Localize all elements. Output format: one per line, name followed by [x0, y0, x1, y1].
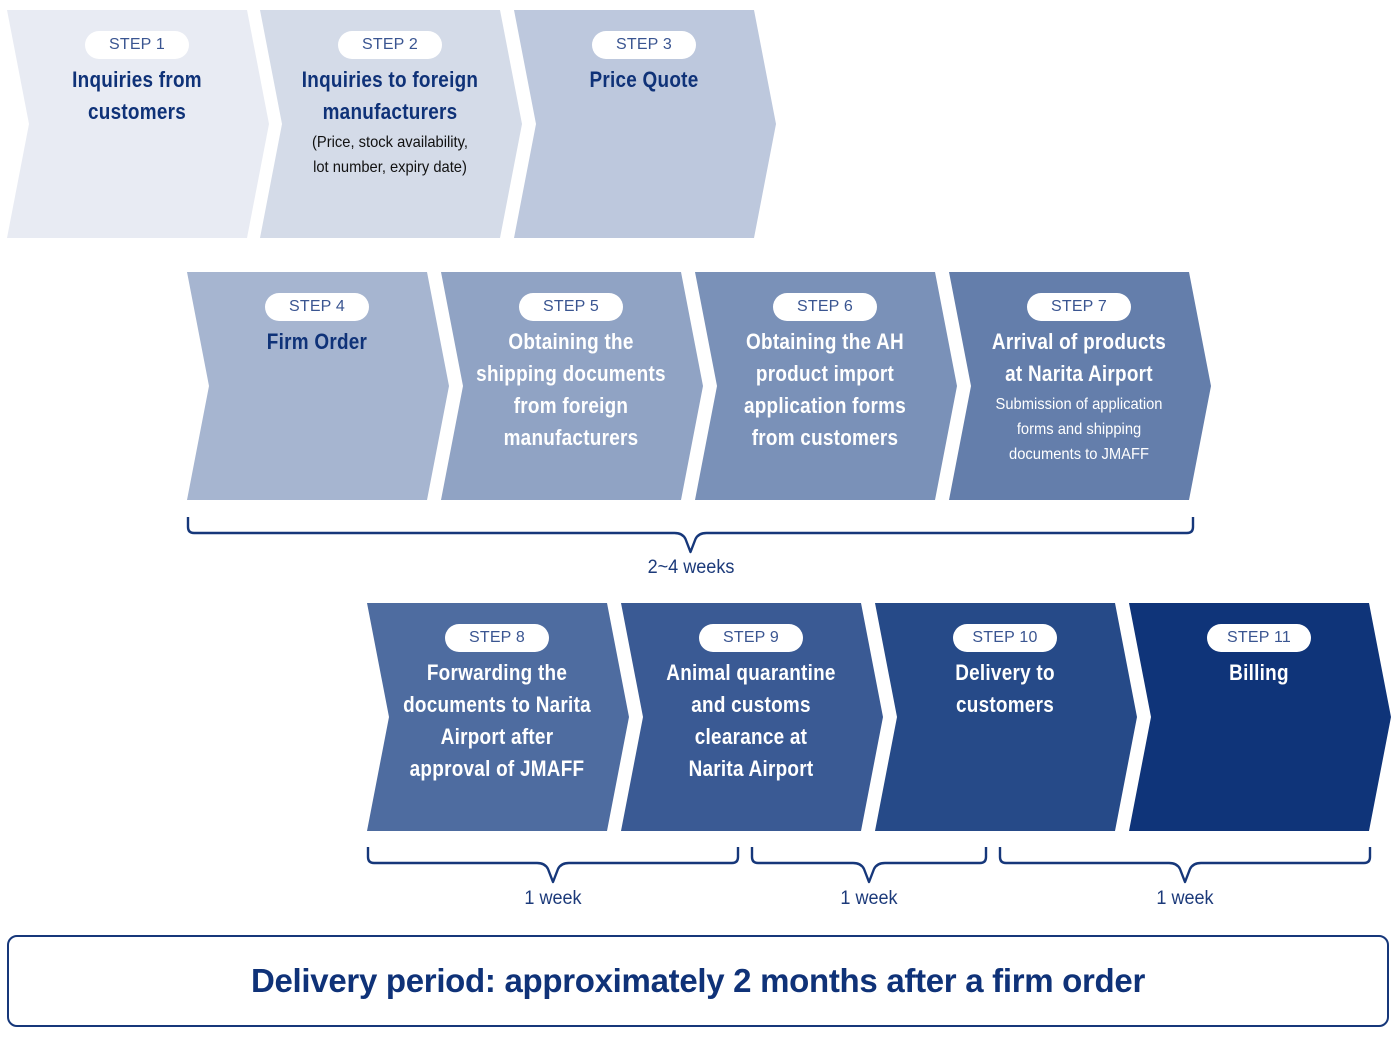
- step-6-chevron: STEP 6 Obtaining the AH product import ap…: [695, 272, 957, 500]
- chevron-shape: [514, 10, 776, 238]
- step-title: Obtaining the shipping documents from fo…: [476, 329, 666, 450]
- step-content: STEP 5 Obtaining the shipping documents f…: [451, 272, 691, 454]
- step-content: STEP 2 Inquiries to foreign manufacturers…: [270, 10, 510, 180]
- step-8-chevron: STEP 8 Forwarding the documents to Narita…: [367, 603, 629, 831]
- step-title: Inquiries to foreign manufacturers: [301, 67, 479, 124]
- chevron-shape: [695, 272, 957, 500]
- step-number-badge: STEP 1: [85, 31, 189, 59]
- step-content: STEP 1 Inquiries from customers: [17, 10, 257, 128]
- chevron-shape: [260, 10, 522, 238]
- step-content: STEP 9 Animal quarantine and customs clea…: [631, 603, 871, 785]
- brace-path: [186, 517, 1195, 554]
- duration-label: 1 week: [524, 888, 582, 909]
- step-content: STEP 11 Billing: [1139, 603, 1379, 689]
- step-content: STEP 8 Forwarding the documents to Narita…: [377, 603, 617, 785]
- step-title: Inquiries from customers: [72, 67, 202, 124]
- step-title: Price Quote: [589, 67, 699, 92]
- brace-path: [366, 847, 740, 884]
- duration-brace-week-2: [750, 847, 988, 884]
- step-number-badge: STEP 2: [338, 31, 442, 59]
- chevron-shape: [875, 603, 1137, 831]
- step-number-badge: STEP 6: [773, 293, 877, 321]
- duration-label: 1 week: [840, 888, 898, 909]
- step-7-chevron: STEP 7 Arrival of products at Narita Airp…: [949, 272, 1211, 500]
- delivery-period-summary-box: Delivery period: approximately 2 months …: [7, 935, 1389, 1027]
- chevron-shape: [7, 10, 269, 238]
- step-3-chevron: STEP 3 Price Quote: [514, 10, 776, 238]
- chevron-shape: [949, 272, 1211, 500]
- step-number-badge: STEP 9: [699, 624, 803, 652]
- step-1-chevron: STEP 1 Inquiries from customers: [7, 10, 269, 238]
- step-title: Forwarding the documents to Narita Airpo…: [403, 660, 591, 781]
- step-content: STEP 10 Delivery to customers: [885, 603, 1125, 721]
- step-number-badge: STEP 4: [265, 293, 369, 321]
- chevron-shape: [441, 272, 703, 500]
- step-number-badge: STEP 8: [445, 624, 549, 652]
- duration-brace-week-3: [998, 847, 1372, 884]
- step-title: Arrival of products at Narita Airport: [991, 329, 1167, 386]
- step-content: STEP 4 Firm Order: [197, 272, 437, 358]
- step-subtitle: Submission of application forms and ship…: [995, 396, 1163, 463]
- step-title: Delivery to customers: [955, 660, 1055, 717]
- step-number-badge: STEP 10: [953, 624, 1057, 652]
- step-subtitle: (Price, stock availability, lot number, …: [312, 134, 468, 176]
- brace-path: [998, 847, 1372, 884]
- step-4-chevron: STEP 4 Firm Order: [187, 272, 449, 500]
- step-number-badge: STEP 11: [1207, 624, 1311, 652]
- chevron-shape: [367, 603, 629, 831]
- step-content: STEP 6 Obtaining the AH product import ap…: [705, 272, 945, 454]
- chevron-shape: [621, 603, 883, 831]
- step-title: Obtaining the AH product import applicat…: [743, 329, 907, 450]
- duration-brace-week-1: [366, 847, 740, 884]
- step-number-badge: STEP 3: [592, 31, 696, 59]
- duration-brace-2-4-weeks: [186, 517, 1195, 554]
- step-9-chevron: STEP 9 Animal quarantine and customs clea…: [621, 603, 883, 831]
- brace-path: [750, 847, 988, 884]
- delivery-period-text: Delivery period: approximately 2 months …: [250, 962, 1146, 999]
- chevron-shape: [1129, 603, 1391, 831]
- step-title: Animal quarantine and customs clearance …: [666, 660, 836, 781]
- step-number-badge: STEP 7: [1027, 293, 1131, 321]
- step-title: Billing: [1229, 660, 1289, 685]
- step-content: STEP 7 Arrival of products at Narita Airp…: [959, 272, 1199, 467]
- step-2-chevron: STEP 2 Inquiries to foreign manufacturers…: [260, 10, 522, 238]
- step-title: Firm Order: [266, 329, 368, 354]
- chevron-shape: [187, 272, 449, 500]
- step-10-chevron: STEP 10 Delivery to customers: [875, 603, 1137, 831]
- step-number-badge: STEP 5: [519, 293, 623, 321]
- step-content: STEP 3 Price Quote: [524, 10, 764, 96]
- duration-label: 2~4 weeks: [647, 557, 734, 578]
- step-5-chevron: STEP 5 Obtaining the shipping documents f…: [441, 272, 703, 500]
- duration-label: 1 week: [1156, 888, 1214, 909]
- step-11-chevron: STEP 11 Billing: [1129, 603, 1391, 831]
